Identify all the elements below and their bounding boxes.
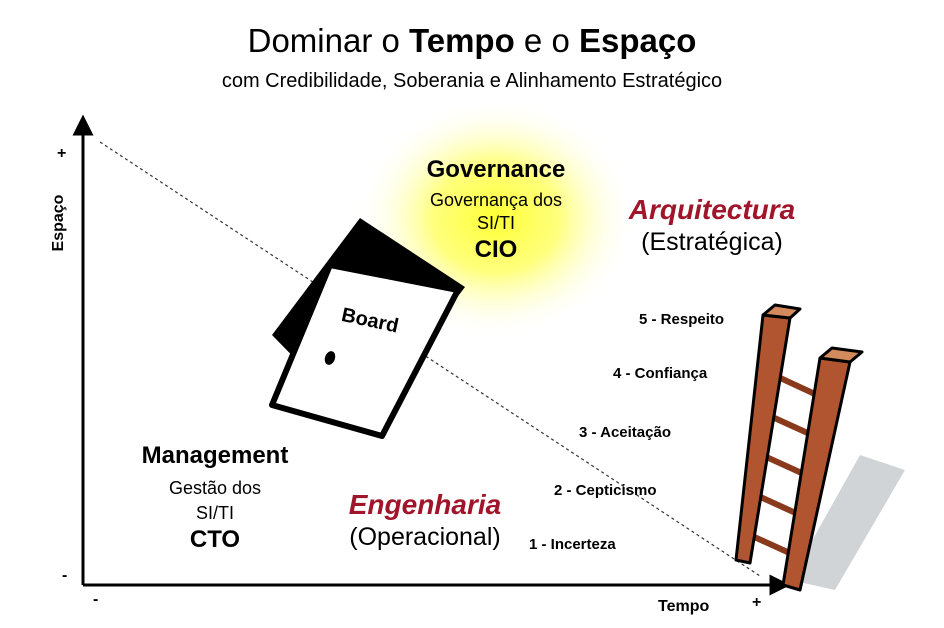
- engenharia-sub: (Operacional): [349, 523, 501, 551]
- title-part-1: Dominar o: [247, 22, 410, 59]
- title-part-2: e o: [514, 22, 579, 59]
- step-5: 5 - Respeito: [639, 311, 725, 328]
- door-icon: [269, 218, 465, 439]
- management-block: Management Gestão dos SI/TI CTO: [115, 442, 315, 554]
- management-line-2: SI/TI: [195, 503, 234, 523]
- y-plus-sign: +: [57, 145, 67, 162]
- governance-line-1: Governança dos: [429, 190, 563, 210]
- management-role: CTO: [189, 526, 241, 553]
- arquitectura-sub: (Estratégica): [641, 228, 783, 256]
- governance-heading: Governance: [426, 156, 566, 183]
- x-axis-label: Tempo: [658, 598, 710, 615]
- page-subtitle: com Credibilidade, Soberania e Alinhamen…: [221, 70, 723, 92]
- management-heading: Management: [141, 442, 289, 469]
- title-espaco: Espaço: [578, 22, 697, 59]
- governance-role: CIO: [474, 236, 518, 263]
- step-4: 4 - Confiança: [613, 365, 708, 382]
- governance-line-2: SI/TI: [476, 213, 515, 233]
- management-line-1: Gestão dos: [168, 478, 262, 498]
- governance-block: Governance Governança dos SI/TI CIO: [396, 156, 596, 264]
- step-2: 2 - Cepticismo: [554, 482, 657, 499]
- page-title: Dominar o Tempo e o Espaço: [0, 22, 944, 60]
- y-minus-sign: -: [62, 567, 68, 584]
- engenharia-block: Engenharia (Operacional): [310, 489, 540, 552]
- ladder-icon: [734, 303, 864, 592]
- step-3: 3 - Aceitação: [579, 424, 671, 441]
- engenharia-name: Engenharia: [348, 489, 502, 520]
- title-tempo: Tempo: [409, 22, 515, 59]
- y-axis-label: Espaço: [50, 194, 67, 252]
- ladder-shadow: [790, 455, 905, 590]
- x-minus-sign: -: [93, 591, 99, 608]
- arquitectura-block: Arquitectura (Estratégica): [592, 194, 832, 257]
- step-1: 1 - Incerteza: [529, 536, 616, 553]
- x-plus-sign: +: [752, 594, 762, 611]
- arquitectura-name: Arquitectura: [628, 194, 796, 225]
